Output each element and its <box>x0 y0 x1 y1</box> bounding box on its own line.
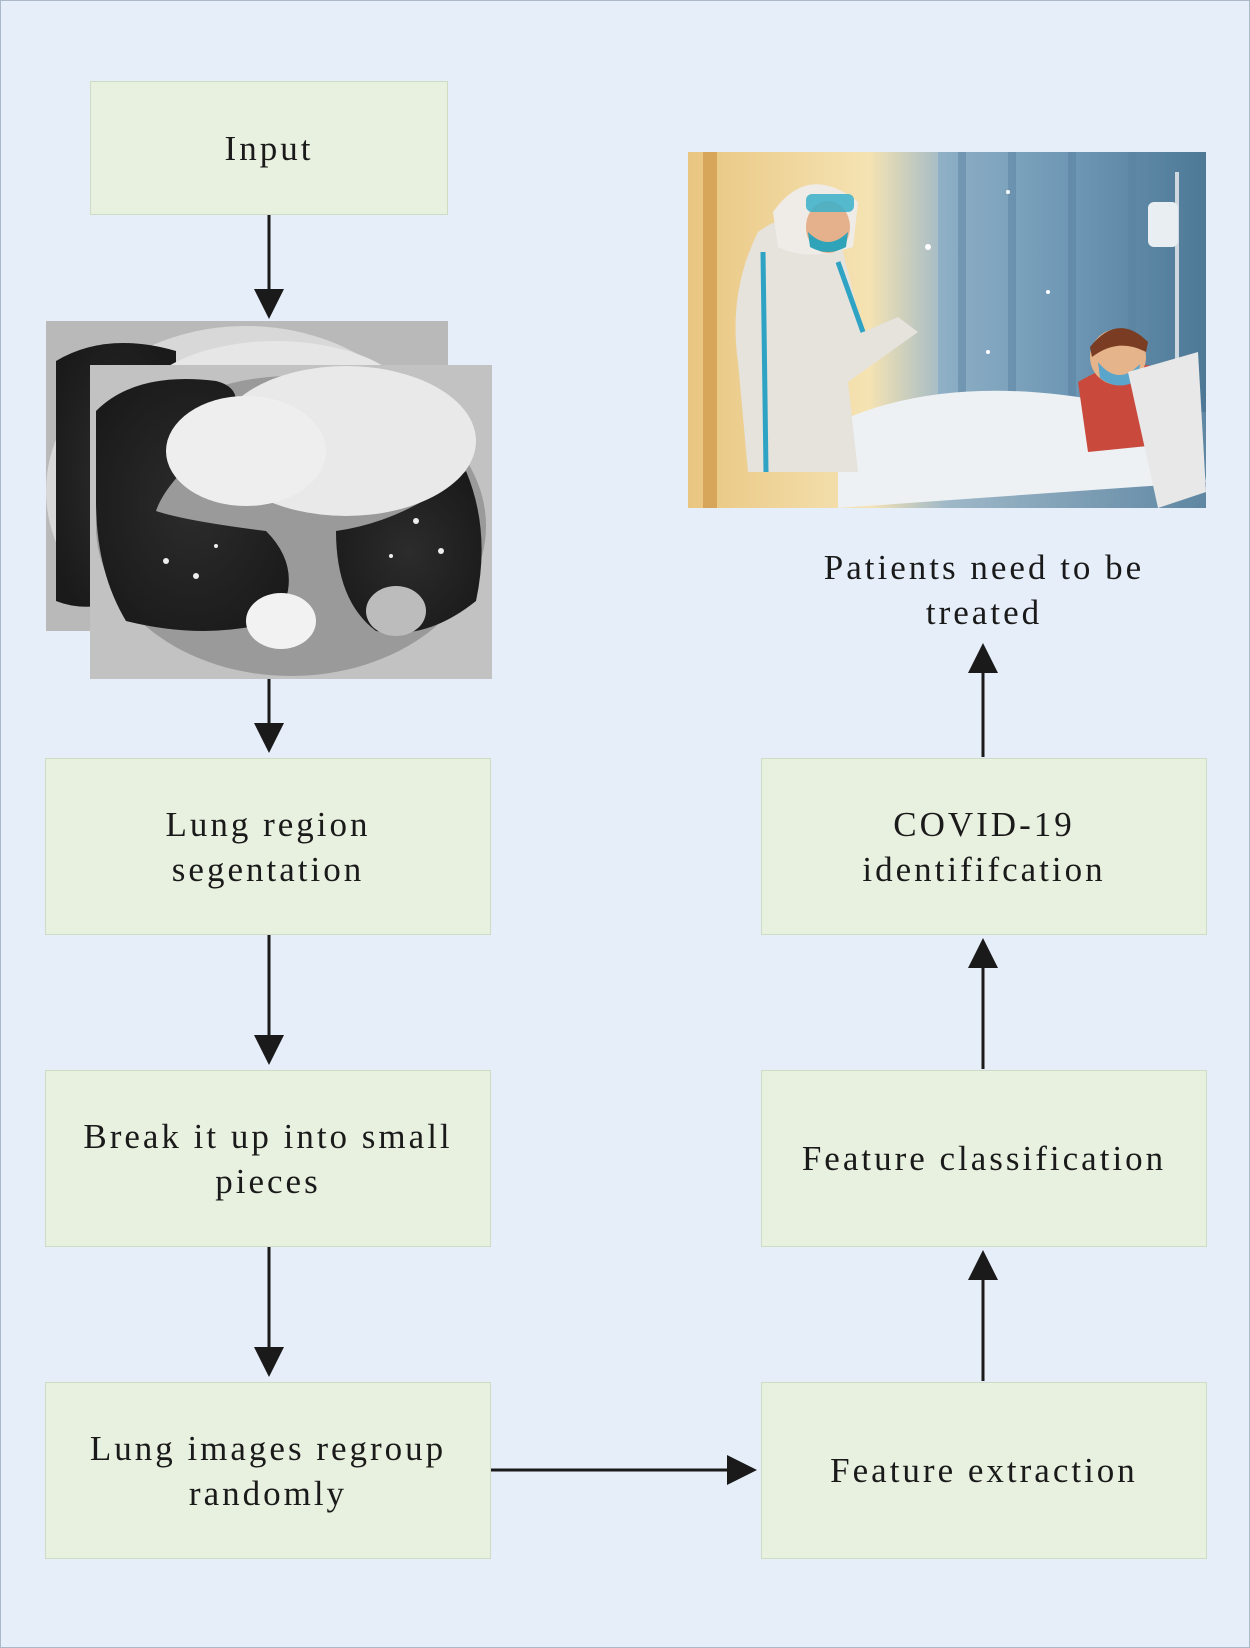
break-up-label: Break it up into small pieces <box>83 1116 453 1201</box>
extraction-label: Feature extraction <box>830 1451 1138 1490</box>
regroup-box: Lung images regroup randomly <box>45 1382 491 1559</box>
identification-box: COVID-19 identififcation <box>761 758 1207 935</box>
regroup-label: Lung images regroup randomly <box>89 1428 447 1513</box>
segmentation-box: Lung region segentation <box>45 758 491 935</box>
input-label: Input <box>224 128 314 168</box>
extraction-box: Feature extraction <box>761 1382 1207 1559</box>
classification-label: Feature classification <box>801 1139 1167 1178</box>
input-box: Input <box>90 81 448 215</box>
treated-caption: Patients need to be treated <box>761 545 1207 635</box>
ct-scan-stack-image <box>46 321 492 679</box>
doctor-patient-illustration <box>688 152 1206 508</box>
ct-slice-front <box>90 365 492 679</box>
break-up-box: Break it up into small pieces <box>45 1070 491 1247</box>
classification-box: Feature classification <box>761 1070 1207 1247</box>
segmentation-label: Lung region segentation <box>165 804 371 889</box>
treated-label: Patients need to be treated <box>823 548 1145 632</box>
identification-label: COVID-19 identififcation <box>862 804 1106 889</box>
